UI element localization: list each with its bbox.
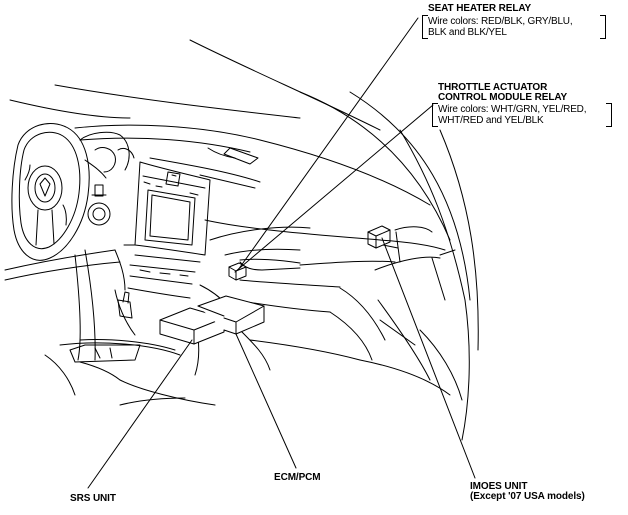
a-pillar [399, 129, 479, 441]
steering-wheel [11, 123, 90, 261]
throttle-relay-title-line1: THROTTLE ACTUATOR [438, 82, 548, 93]
srs-unit-label: SRS UNIT [70, 493, 116, 504]
leader-lines [87, 17, 476, 489]
ecm-pcm-box [197, 295, 265, 335]
throttle-relay-title-line2: CONTROL MODULE RELAY [438, 92, 568, 103]
dashboard-top [74, 124, 431, 206]
throttle-relay-box [367, 225, 391, 249]
seat-heater-wire-colors-line1: Wire colors: RED/BLK, GRY/BLU, [428, 16, 573, 27]
center-console [44, 289, 181, 396]
ignition-area [87, 184, 111, 226]
throttle-wire-bracket [432, 103, 612, 127]
seat-heater-wire-colors-line2: BLK and BLK/YEL [428, 27, 507, 38]
center-stack [114, 161, 211, 299]
imoes-unit-subtitle: (Except '07 USA models) [470, 491, 585, 502]
instrument-cluster [79, 131, 135, 179]
srs-unit-box [159, 307, 225, 345]
seat-heater-relay-title: SEAT HEATER RELAY [428, 3, 532, 14]
imoes-unit-title: IMOES UNIT [470, 481, 528, 492]
lower-floor [119, 249, 463, 406]
seat-heater-relay-box [228, 262, 247, 281]
seat-heater-wire-bracket [422, 15, 606, 39]
throttle-wire-colors-line1: Wire colors: WHT/GRN, YEL/RED, [438, 104, 587, 115]
lower-left-panel [4, 249, 121, 361]
throttle-wire-colors-line2: WHT/RED and YEL/BLK [438, 115, 544, 126]
windshield-lines [9, 39, 471, 301]
ecm-pcm-label: ECM/PCM [274, 472, 321, 483]
